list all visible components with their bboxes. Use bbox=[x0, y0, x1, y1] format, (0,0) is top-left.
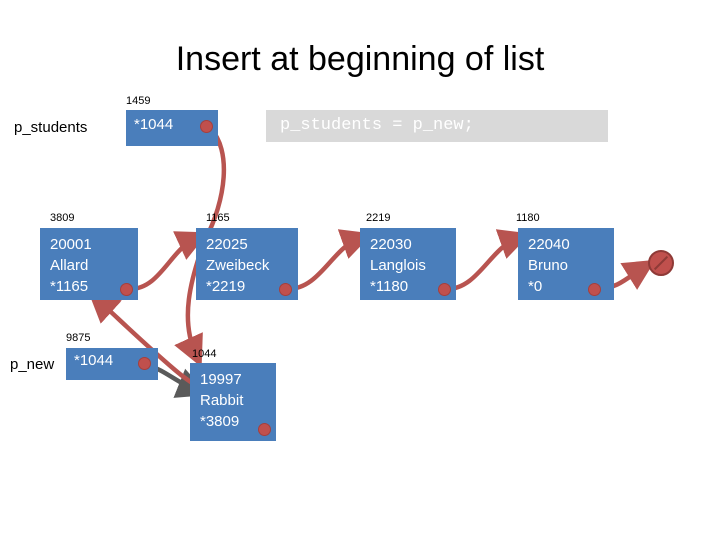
address-node-allard: 3809 bbox=[50, 212, 75, 224]
node-allard: 20001 Allard *1165 bbox=[40, 228, 138, 300]
page-title: Insert at beginning of list bbox=[175, 40, 545, 78]
node-zweibeck-name: Zweibeck bbox=[206, 257, 270, 274]
address-node-zweibeck: 1165 bbox=[206, 212, 230, 224]
node-rabbit-id: 19997 bbox=[200, 371, 242, 388]
pointer-value-p-new: *1044 bbox=[74, 352, 114, 369]
node-allard-next: *1165 bbox=[50, 278, 89, 295]
node-zweibeck: 22025 Zweibeck *2219 bbox=[196, 228, 298, 300]
node-langlois-name: Langlois bbox=[370, 257, 426, 274]
node-allard-name: Allard bbox=[50, 257, 89, 274]
address-node-rabbit: 1044 bbox=[192, 348, 217, 360]
next-dot-allard bbox=[120, 283, 133, 296]
pointer-box-p-new: *1044 bbox=[66, 348, 158, 380]
pointer-value-p-students: *1044 bbox=[134, 116, 174, 133]
node-bruno-name: Bruno bbox=[528, 257, 569, 274]
node-rabbit-name: Rabbit bbox=[200, 392, 244, 409]
address-node-langlois: 2219 bbox=[366, 212, 391, 224]
next-dot-langlois bbox=[438, 283, 451, 296]
arrow-langlois-to-bruno bbox=[446, 229, 531, 292]
label-p-new: p_new bbox=[10, 356, 55, 373]
address-p-students: 1459 bbox=[126, 95, 151, 107]
pointer-dot-p-new bbox=[138, 357, 151, 370]
next-dot-rabbit bbox=[258, 423, 271, 436]
node-bruno: 22040 Bruno *0 bbox=[518, 228, 614, 300]
next-dot-bruno bbox=[588, 283, 601, 296]
code-statement: p_students = p_new; bbox=[266, 110, 608, 142]
node-allard-id: 20001 bbox=[50, 236, 92, 253]
null-pointer-icon bbox=[648, 250, 674, 276]
node-zweibeck-id: 22025 bbox=[206, 236, 248, 253]
address-p-new: 9875 bbox=[66, 332, 91, 344]
node-bruno-id: 22040 bbox=[528, 236, 570, 253]
node-langlois-id: 22030 bbox=[370, 236, 412, 253]
node-zweibeck-next: *2219 bbox=[206, 278, 246, 295]
node-langlois-next: *1180 bbox=[370, 278, 409, 295]
arrow-allard-to-zweibeck bbox=[129, 231, 209, 292]
pointer-dot-p-students bbox=[200, 120, 213, 133]
address-node-bruno: 1180 bbox=[516, 212, 540, 224]
next-dot-zweibeck bbox=[279, 283, 292, 296]
node-rabbit-next: *3809 bbox=[200, 413, 240, 430]
node-bruno-next: *0 bbox=[528, 278, 543, 295]
arrow-zweibeck-to-langlois bbox=[287, 229, 373, 292]
label-p-students: p_students bbox=[14, 119, 88, 136]
